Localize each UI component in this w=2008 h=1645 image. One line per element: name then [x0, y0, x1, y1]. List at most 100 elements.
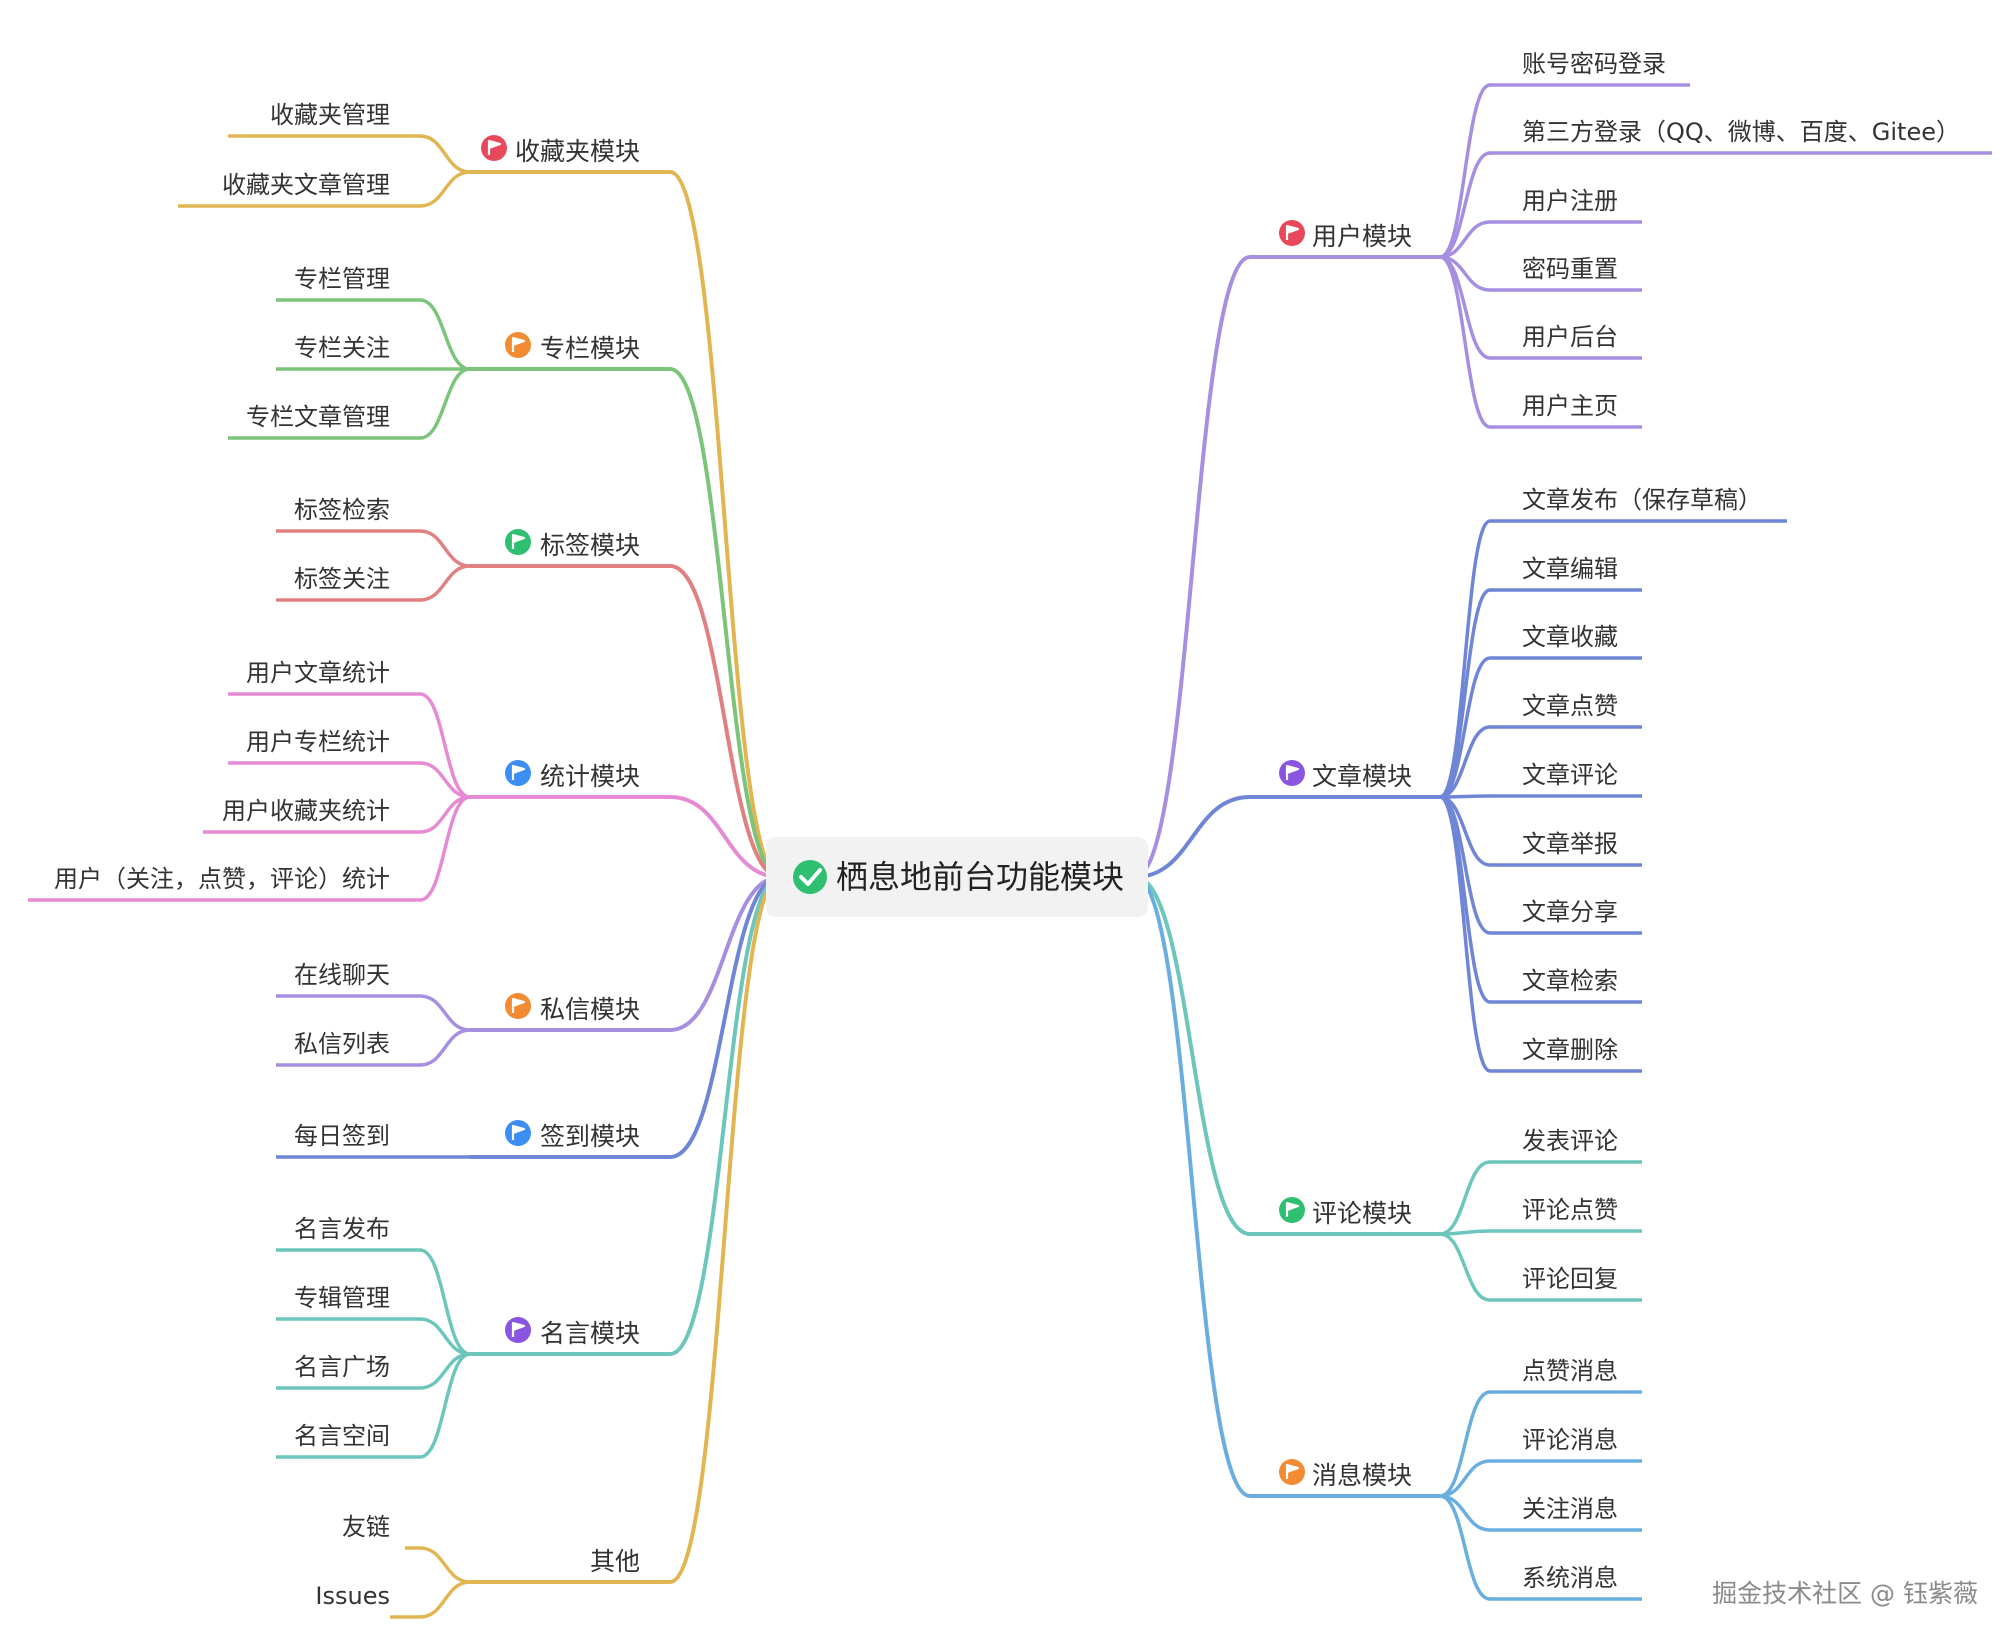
branch-user[interactable]: 用户模块	[1279, 220, 1412, 251]
leaf-item[interactable]: 账号密码登录	[1522, 50, 1666, 78]
leaf-item[interactable]: 文章评论	[1522, 761, 1618, 789]
edge-leaf	[1438, 725, 1492, 799]
leaf-item[interactable]: 用户收藏夹统计	[222, 797, 390, 825]
branch-fav[interactable]: 收藏夹模块	[481, 135, 640, 166]
flag-icon	[505, 1120, 531, 1146]
edge-leaf	[418, 529, 472, 568]
leaf-label: 第三方登录（QQ、微博、百度、Gitee）	[1522, 118, 1960, 146]
leaf-label: 文章发布（保存草稿）	[1522, 486, 1762, 514]
branch-article[interactable]: 文章模块	[1279, 760, 1412, 791]
leaf-item[interactable]: 关注消息	[1522, 1495, 1618, 1523]
branch-label-notice: 消息模块	[1312, 1461, 1412, 1490]
branch-quote[interactable]: 名言模块	[505, 1317, 640, 1348]
leaf-item[interactable]: 用户文章统计	[246, 659, 390, 687]
edge-leaf	[418, 1028, 472, 1067]
edge-leaf	[418, 994, 472, 1032]
branch-msg[interactable]: 私信模块	[505, 993, 640, 1024]
leaf-item[interactable]: 名言广场	[294, 1353, 390, 1381]
leaf-label: 每日签到	[294, 1122, 390, 1150]
leaf-item[interactable]: 用户后台	[1522, 323, 1618, 351]
edge-leaf	[418, 170, 472, 208]
leaf-item[interactable]: 第三方登录（QQ、微博、百度、Gitee）	[1522, 118, 1960, 146]
leaf-item[interactable]: 文章点赞	[1522, 692, 1618, 720]
leaf-item[interactable]: 专栏管理	[294, 265, 390, 293]
leaf-item[interactable]: 收藏夹文章管理	[222, 171, 390, 199]
edge-leaf	[1438, 1160, 1492, 1236]
leaf-item[interactable]: 文章检索	[1522, 967, 1618, 995]
leaf-label: 文章检索	[1522, 967, 1618, 995]
leaf-item[interactable]: 专辑管理	[294, 1284, 390, 1312]
root-node[interactable]: 栖息地前台功能模块	[766, 837, 1148, 917]
branch-other[interactable]: 其他	[590, 1547, 640, 1576]
edge-leaf	[1438, 83, 1492, 259]
leaf-item[interactable]: 名言发布	[294, 1215, 390, 1243]
branch-tag[interactable]: 标签模块	[505, 529, 640, 560]
leaf-label: 文章评论	[1522, 761, 1618, 789]
leaf-label: 标签检索	[294, 496, 390, 524]
edge-root-msg	[668, 875, 782, 1032]
edge-leaf	[1438, 656, 1492, 799]
flag-icon	[1279, 220, 1305, 246]
branch-comment[interactable]: 评论模块	[1279, 1197, 1412, 1228]
leaf-item[interactable]: Issues	[315, 1582, 390, 1610]
leaf-item[interactable]: 用户专栏统计	[246, 728, 390, 756]
leaf-item[interactable]: 每日签到	[294, 1122, 390, 1150]
leaf-item[interactable]: 在线聊天	[294, 961, 390, 989]
leaf-item[interactable]: 专栏关注	[294, 334, 390, 362]
leaf-item[interactable]: 友链	[342, 1513, 390, 1541]
leaf-label: 文章点赞	[1522, 692, 1618, 720]
branch-stat[interactable]: 统计模块	[505, 760, 640, 791]
leaf-item[interactable]: 用户注册	[1522, 187, 1618, 215]
branch-label-tag: 标签模块	[540, 531, 640, 560]
edge-root-quote	[668, 875, 782, 1356]
leaf-item[interactable]: 文章分享	[1522, 898, 1618, 926]
leaf-item[interactable]: 评论消息	[1522, 1426, 1618, 1454]
watermark: 掘金技术社区 @ 钰紫薇	[1712, 1579, 1978, 1608]
leaf-item[interactable]: 私信列表	[294, 1030, 390, 1058]
leaf-item[interactable]: 文章举报	[1522, 830, 1618, 858]
leaf-item[interactable]: 评论点赞	[1522, 1196, 1618, 1224]
leaf-item[interactable]: 文章发布（保存草稿）	[1522, 486, 1762, 514]
branch-label-user: 用户模块	[1312, 222, 1412, 251]
flag-icon	[505, 760, 531, 786]
leaf-item[interactable]: 收藏夹管理	[270, 101, 390, 129]
leaf-item[interactable]: 用户主页	[1522, 392, 1618, 420]
branch-label-sign: 签到模块	[540, 1122, 640, 1151]
branch-col[interactable]: 专栏模块	[505, 332, 640, 363]
leaf-label: 名言发布	[294, 1215, 390, 1243]
leaf-item[interactable]: 发表评论	[1522, 1127, 1618, 1155]
leaf-label: 文章收藏	[1522, 623, 1618, 651]
check-circle-icon	[793, 860, 827, 894]
leaf-item[interactable]: 标签检索	[294, 496, 390, 524]
edge-root-sign	[668, 875, 782, 1159]
leaf-item[interactable]: 密码重置	[1522, 255, 1618, 283]
leaf-label: 文章分享	[1522, 898, 1618, 926]
leaf-label: 评论回复	[1522, 1265, 1618, 1293]
leaf-label: 用户文章统计	[246, 659, 390, 687]
leaf-item[interactable]: 点赞消息	[1522, 1357, 1618, 1385]
leaf-item[interactable]: 专栏文章管理	[246, 403, 390, 431]
edge-root-comment	[1133, 875, 1252, 1236]
leaf-item[interactable]: 评论回复	[1522, 1265, 1618, 1293]
leaf-item[interactable]: 系统消息	[1522, 1564, 1618, 1592]
edge-leaf	[1438, 794, 1492, 799]
leaf-item[interactable]: 名言空间	[294, 1422, 390, 1450]
leaf-label: 标签关注	[294, 565, 390, 593]
edge-leaf	[1438, 220, 1492, 259]
leaf-label: 收藏夹管理	[270, 101, 390, 129]
leaf-item[interactable]: 文章编辑	[1522, 555, 1618, 583]
leaf-item[interactable]: 文章删除	[1522, 1036, 1618, 1064]
leaf-label: 收藏夹文章管理	[222, 171, 390, 199]
edge-root-other	[668, 875, 782, 1584]
branch-sign[interactable]: 签到模块	[505, 1120, 640, 1151]
leaf-item[interactable]: 文章收藏	[1522, 623, 1618, 651]
leaf-item[interactable]: 用户（关注，点赞，评论）统计	[54, 865, 390, 893]
branch-notice[interactable]: 消息模块	[1279, 1459, 1412, 1490]
leaf-label: 用户主页	[1522, 392, 1618, 420]
leaf-item[interactable]: 标签关注	[294, 565, 390, 593]
edge-leaf	[1438, 795, 1492, 1073]
leaf-label: 用户注册	[1522, 187, 1618, 215]
flag-icon	[481, 135, 507, 161]
